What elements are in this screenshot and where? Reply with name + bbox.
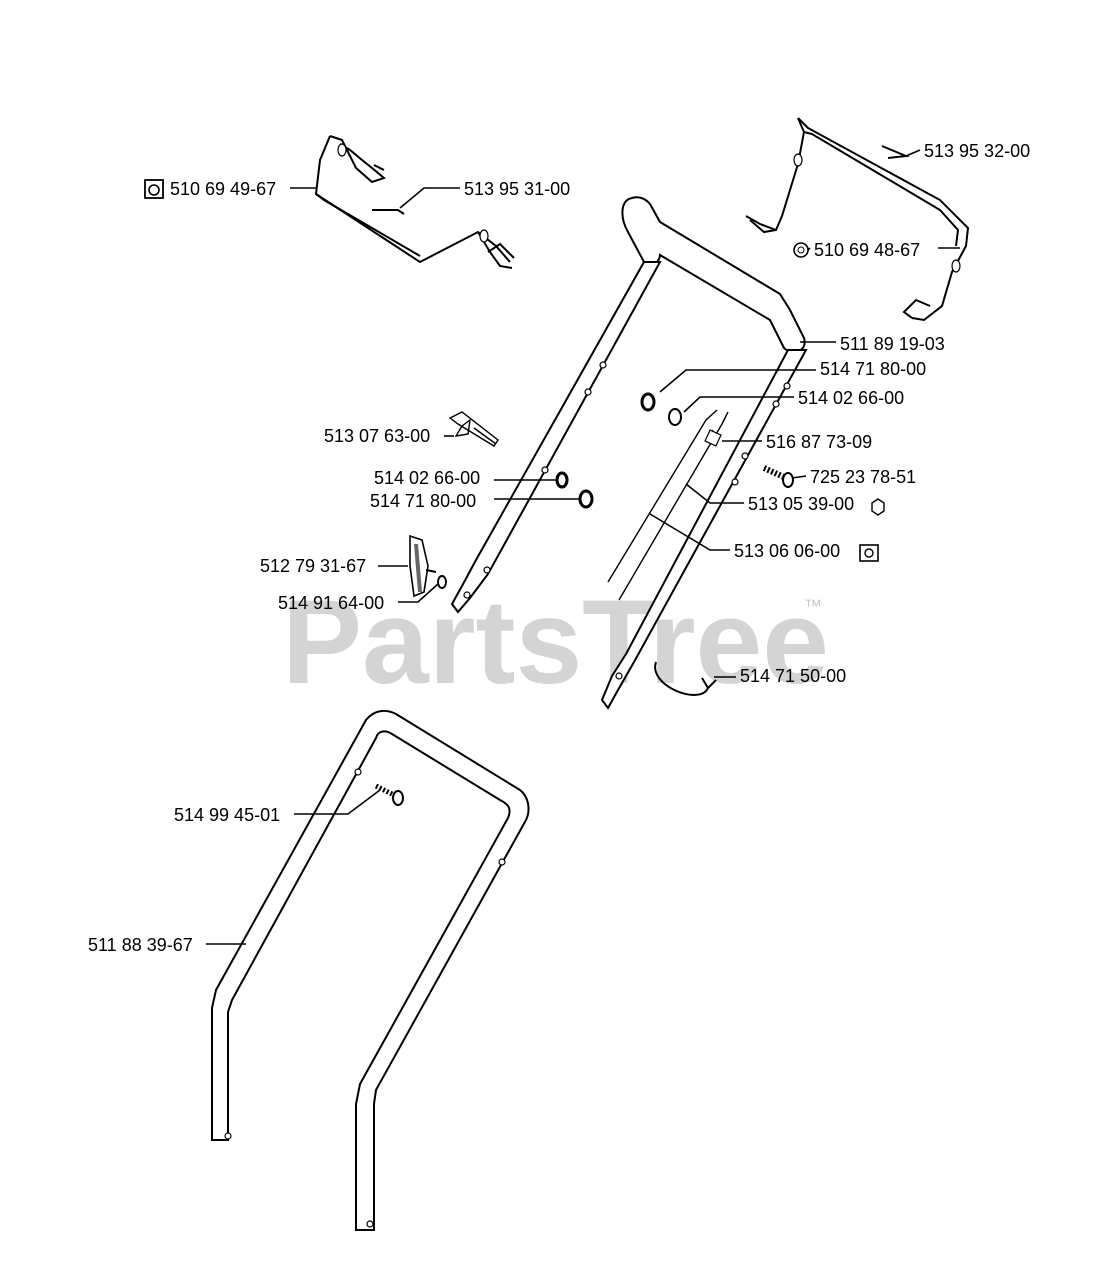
watermark-trademark: ™ bbox=[804, 596, 822, 616]
part-label-514-91-64-00: 514 91 64-00 bbox=[278, 593, 384, 613]
part-label-514-71-80-00-upper: 514 71 80-00 bbox=[820, 359, 926, 379]
spring-clip-left-drawing bbox=[372, 209, 405, 215]
part-label-512-79-31-67: 512 79 31-67 bbox=[260, 556, 366, 576]
right-bail-drawing bbox=[745, 117, 970, 322]
washer-mid-2-drawing bbox=[578, 489, 594, 509]
nut-icon-510-69-48-67 bbox=[793, 242, 809, 258]
part-label-511-89-19-03: 511 89 19-03 bbox=[840, 334, 945, 354]
lower-handle-drawing bbox=[211, 709, 530, 1231]
washer-mid-1-drawing bbox=[555, 471, 569, 489]
lock-nut-icon-510-69-49-67 bbox=[144, 179, 164, 199]
part-label-516-87-73-09: 516 87 73-09 bbox=[766, 432, 872, 452]
spring-clip-right-drawing bbox=[881, 145, 910, 159]
washer-514-91-64-00-drawing bbox=[437, 575, 447, 589]
knob-512-79-31-67-drawing bbox=[409, 534, 437, 598]
washer-upper-2-drawing bbox=[668, 408, 682, 426]
bolt-514-99-45-01-drawing bbox=[374, 783, 404, 806]
watermark-logo: PartsTree bbox=[282, 575, 829, 709]
lock-nut-icon-513-06-06-00 bbox=[859, 544, 879, 562]
control-rods-drawing bbox=[607, 409, 729, 601]
part-label-514-71-50-00: 514 71 50-00 bbox=[740, 666, 846, 686]
leader-lines bbox=[206, 149, 960, 945]
bolt-725-23-78-51-drawing bbox=[762, 465, 794, 488]
left-bail-drawing bbox=[314, 135, 515, 269]
nut-icon-513-05-39-00 bbox=[871, 498, 885, 516]
part-label-725-23-78-51: 725 23 78-51 bbox=[810, 467, 916, 487]
part-label-513-95-31-00: 513 95 31-00 bbox=[464, 179, 570, 199]
part-label-513-05-39-00: 513 05 39-00 bbox=[748, 494, 854, 514]
part-label-514-99-45-01: 514 99 45-01 bbox=[174, 805, 280, 825]
part-label-510-69-49-67: 510 69 49-67 bbox=[170, 179, 276, 199]
part-label-514-02-66-00-mid: 514 02 66-00 bbox=[374, 468, 480, 488]
upper-handle-drawing bbox=[450, 196, 808, 710]
part-label-514-71-80-00-mid: 514 71 80-00 bbox=[370, 491, 476, 511]
washer-upper-1-drawing bbox=[640, 392, 656, 412]
bolt-513-07-63-00-drawing bbox=[448, 411, 499, 447]
part-label-511-88-39-67: 511 88 39-67 bbox=[88, 935, 193, 955]
part-label-510-69-48-67: 510 69 48-67 bbox=[814, 240, 920, 260]
part-label-513-95-32-00: 513 95 32-00 bbox=[924, 141, 1030, 161]
part-label-514-02-66-00-upper: 514 02 66-00 bbox=[798, 388, 904, 408]
clip-514-71-50-00-drawing bbox=[654, 661, 717, 696]
part-label-513-06-06-00: 513 06 06-00 bbox=[734, 541, 840, 561]
part-label-513-07-63-00: 513 07 63-00 bbox=[324, 426, 430, 446]
